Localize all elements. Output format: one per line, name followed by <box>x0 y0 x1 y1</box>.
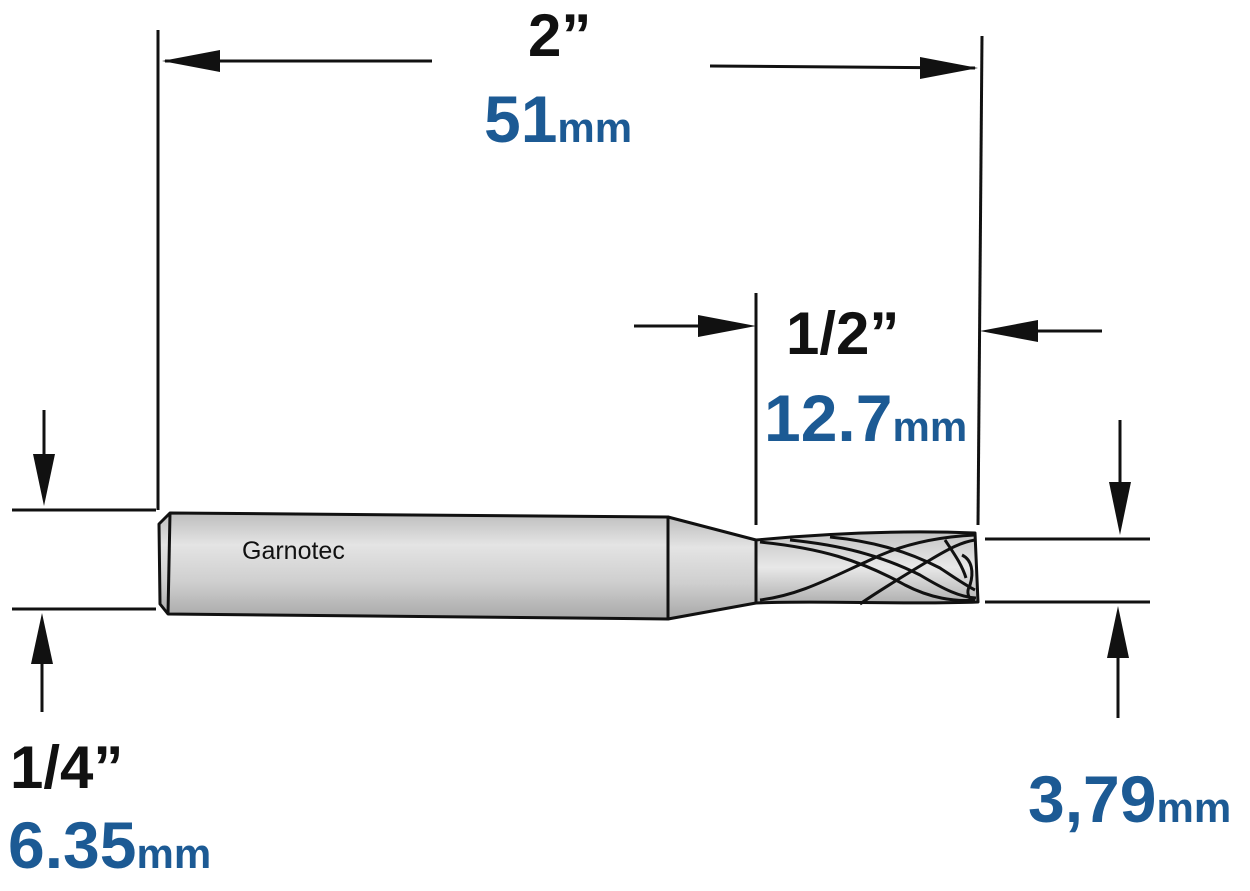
cutting-length-metric-value: 12.7 <box>764 381 893 455</box>
overall-length-metric-value: 51 <box>484 82 558 156</box>
cutting-length-metric: 12.7mm <box>764 385 967 451</box>
brand-label: Garnotec <box>242 537 345 565</box>
shank-diameter-top-arrowhead <box>33 454 55 506</box>
flute-helix-lines <box>759 533 977 606</box>
overall-length-metric-unit: mm <box>557 104 633 151</box>
shank-chamfer-line <box>166 512 172 615</box>
shank-diameter-dimension <box>12 410 156 712</box>
router-bit <box>157 511 980 621</box>
cutting-diameter-top-arrowhead <box>1109 482 1131 535</box>
shank-diameter-metric: 6.35mm <box>8 812 211 878</box>
shank-diameter-bottom-arrowhead <box>31 613 53 664</box>
bit-neck <box>666 515 758 621</box>
cutting-diameter-metric-value: 3,79 <box>1028 762 1157 836</box>
overall-length-right-extension-line <box>976 35 984 526</box>
overall-length-metric: 51mm <box>484 86 632 152</box>
cutting-diameter-metric: 3,79mm <box>1028 766 1231 832</box>
shank-diameter-imperial: 1/4” <box>10 734 124 801</box>
cutting-length-dimension <box>634 293 1102 525</box>
cutting-diameter-bottom-arrowhead <box>1107 606 1129 658</box>
bit-shank <box>157 511 670 621</box>
shank-diameter-metric-value: 6.35 <box>8 808 137 882</box>
cutting-length-right-arrowhead <box>980 320 1038 342</box>
cutting-length-metric-unit: mm <box>892 403 968 450</box>
overall-length-left-arrowhead <box>162 50 220 72</box>
cutting-length-left-arrowhead <box>698 315 756 337</box>
overall-length-dimension <box>156 30 984 526</box>
overall-length-imperial: 2” <box>528 2 592 69</box>
shank-diameter-metric-unit: mm <box>136 830 212 877</box>
overall-length-right-arrowhead <box>920 57 978 79</box>
cutting-diameter-metric-unit: mm <box>1156 784 1232 831</box>
cutting-diameter-dimension <box>985 420 1150 718</box>
cutting-length-imperial: 1/2” <box>786 300 900 367</box>
